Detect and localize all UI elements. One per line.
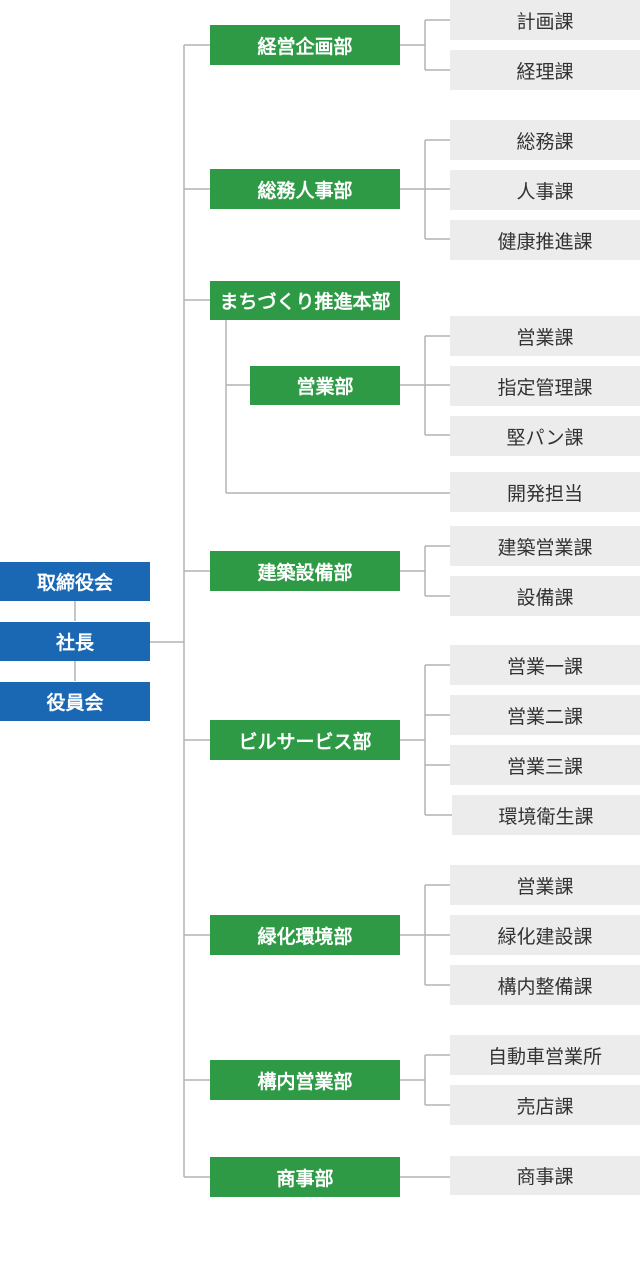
section-box: 営業課 xyxy=(450,316,640,356)
section-box: 営業二課 xyxy=(450,695,640,735)
department-box: 構内営業部 xyxy=(210,1060,400,1100)
section-box: 堅パン課 xyxy=(450,416,640,456)
section-box: 健康推進課 xyxy=(450,220,640,260)
section-box: 環境衛生課 xyxy=(452,795,640,835)
section-box: 指定管理課 xyxy=(450,366,640,406)
section-box: 構内整備課 xyxy=(450,965,640,1005)
section-box: 開発担当 xyxy=(450,472,640,512)
section-box: 建築営業課 xyxy=(450,526,640,566)
board-of-directors-box: 取締役会 xyxy=(0,562,150,601)
department-box: 緑化環境部 xyxy=(210,915,400,955)
section-box: 設備課 xyxy=(450,576,640,616)
section-box: 営業一課 xyxy=(450,645,640,685)
section-box: 売店課 xyxy=(450,1085,640,1125)
department-box: まちづくり推進本部 xyxy=(210,281,400,320)
section-box: 商事課 xyxy=(450,1156,640,1195)
section-box: 計画課 xyxy=(450,0,640,40)
section-box: 営業課 xyxy=(450,865,640,905)
section-box: 総務課 xyxy=(450,120,640,160)
section-box: 人事課 xyxy=(450,170,640,210)
department-box: 商事部 xyxy=(210,1157,400,1197)
department-box: 経営企画部 xyxy=(210,25,400,65)
section-box: 緑化建設課 xyxy=(450,915,640,955)
section-box: 経理課 xyxy=(450,50,640,90)
section-box: 営業三課 xyxy=(450,745,640,785)
president-box: 社長 xyxy=(0,622,150,661)
department-box: ビルサービス部 xyxy=(210,720,400,760)
department-box: 建築設備部 xyxy=(210,551,400,591)
section-box: 自動車営業所 xyxy=(450,1035,640,1075)
sub-department-box: 営業部 xyxy=(250,366,400,405)
officers-meeting-box: 役員会 xyxy=(0,682,150,721)
department-box: 総務人事部 xyxy=(210,169,400,209)
